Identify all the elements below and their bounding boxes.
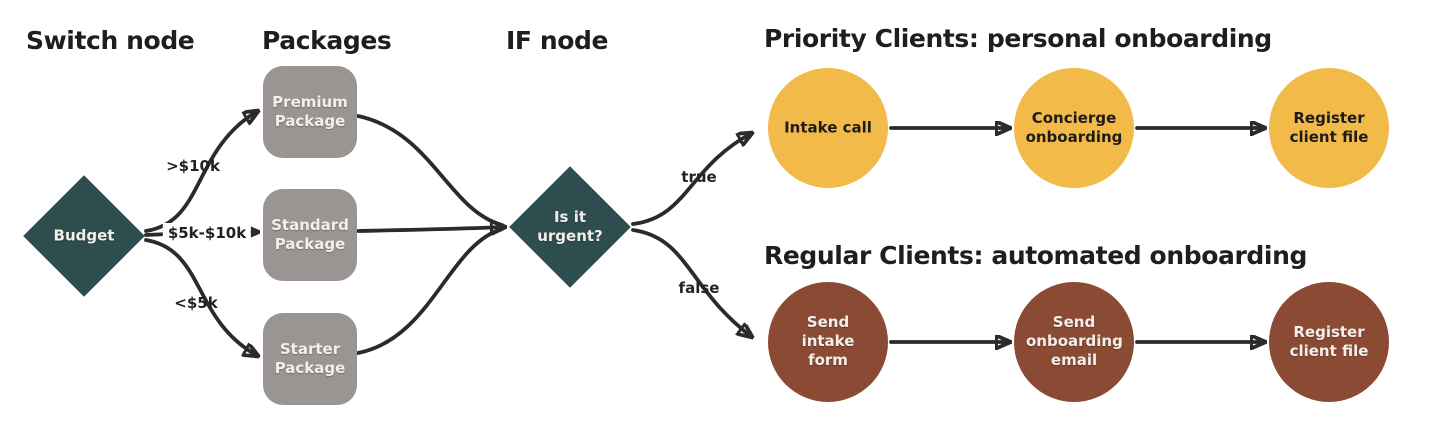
branch-label-mid-range: $5k-$10k [162,223,252,243]
branch-label-under-5k: <$5k [174,294,218,312]
send-intake-form-node [768,282,888,402]
concierge-onboarding-label: Concierge onboarding [1025,108,1123,146]
if-node-heading: IF node [506,26,609,55]
edge-premium-if [356,114,504,227]
starter-package-label: Starter Package [274,339,346,377]
register-client-file-priority-label: Register client file [1289,108,1369,146]
priority-clients-heading: Priority Clients: personal onboarding [764,24,1272,53]
send-intake-form-label: Send intake form [801,313,855,370]
edge-starter-if [356,227,504,355]
edge-if-true [631,133,752,226]
premium-package-label: Premium Package [272,92,348,130]
budget-label: Budget [53,226,115,245]
branch-label-true: true [681,168,717,186]
intake-call-label: Intake call [784,118,872,137]
starter-package-node [263,313,357,405]
standard-package-label: Standard Package [271,215,349,253]
edge-if-false [631,228,752,337]
concierge-onboarding-node [1014,68,1134,188]
branch-label-false: false [678,279,720,297]
intake-call-node [768,68,888,188]
send-onboarding-email-node [1014,282,1134,402]
register-client-file-priority-node [1269,68,1389,188]
edge-budget-starter [144,238,258,356]
branch-label-over-10k: >$10k [166,157,220,175]
register-client-file-regular-node [1269,282,1389,402]
packages-heading: Packages [262,26,392,55]
switch-node-heading: Switch node [26,26,195,55]
edge-standard-if [356,227,505,231]
standard-package-node [263,189,357,281]
register-client-file-regular-label: Register client file [1289,322,1369,360]
regular-clients-heading: Regular Clients: automated onboarding [764,241,1307,270]
premium-package-node [263,66,357,158]
urgent-label: Is it urgent? [537,207,603,245]
send-onboarding-email-label: Send onboarding email [1026,313,1123,370]
